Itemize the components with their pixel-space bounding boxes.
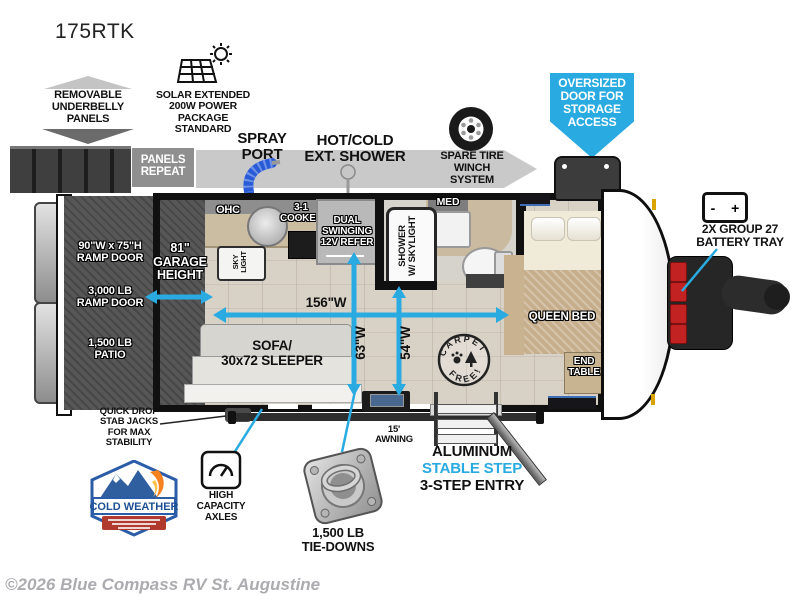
ramp-door-area [64,196,156,410]
panels-repeat-box: PANELS REPEAT [132,148,194,187]
shower-head-icon [340,164,356,194]
underbelly-up-arrow-icon [44,76,132,89]
end-table [564,352,606,394]
skylight [217,246,266,281]
spare-tire-label: SPARE TIRE WINCH SYSTEM [440,150,504,186]
solar-label: SOLAR EXTENDED 200W POWER PACKAGE STANDA… [155,89,251,135]
bathroom-wall-left [375,193,384,290]
solar-panel-icon [176,43,232,83]
underbelly-panels-graphic [10,146,131,193]
awning-label: 15' AWNING [375,424,413,446]
tie-downs-label: 1,500 LB TIE-DOWNS [301,525,375,555]
medicine-cabinet-label: MED [436,196,460,208]
bedroom-window-top [520,194,550,206]
battery-cell-3 [670,304,687,324]
ohc-label: OHC [216,204,240,216]
awning-rail-cap-left [228,411,236,424]
battery-cell-2 [670,282,687,302]
bottom-wall-trim-1 [268,404,298,409]
cold-weather-label: COLD WEATHER [89,501,178,513]
scale-icon [200,450,242,490]
clearance-light-top [652,199,656,210]
awning-rail [230,413,542,421]
battery-tray-label: 2X GROUP 27 BATTERY TRAY [696,222,784,249]
kitchen-sink [247,206,288,247]
awning-rail-cap-right [536,411,544,424]
width-63-label: 63"W [352,326,368,360]
battery-cell-4 [670,324,687,344]
bathroom-wall-right [516,193,526,255]
cooker-label: 3-1 COOKER [280,202,323,224]
garage-height-label: 81" GARAGE HEIGHT [153,241,207,282]
underbelly-down-arrow-icon [42,129,134,144]
sofa-label: SOFA/ 30x72 SLEEPER [221,338,323,368]
bed-blanket [524,270,602,354]
entry-door-window [370,394,404,407]
battery-icon: - + [702,192,748,223]
patio-capacity-label: 1,500 LB PATIO [88,337,132,361]
bathroom-wall-bottom [375,281,437,290]
sofa-base [184,384,362,403]
bed-rail [504,255,524,355]
spray-hose-icon [243,158,281,197]
width-54-label: 54"W [397,326,413,360]
cold-weather-badge: COLD WEATHER [89,460,179,537]
spare-tire-icon [449,107,493,151]
underbelly-label: REMOVABLE UNDERBELLY PANELS [51,89,125,125]
ext-shower-label: HOT/COLD EXT. SHOWER [304,132,406,166]
axles-label: HIGH CAPACITY AXLES [196,490,246,523]
medicine-cabinet [428,200,468,211]
pillow-left [531,217,565,241]
tie-down-icon [303,447,383,525]
copyright-watermark: ©2026 Blue Compass RV St. Augustine [5,575,321,594]
step-entry-label-line1: ALUMINUM [431,443,513,460]
quick-drop-label: QUICK DROP STAB JACKS FOR MAX STABILITY [99,406,159,448]
panels-repeat-label: PANELS REPEAT [140,154,186,179]
carpet-free-stamp: CARPET FREE! [437,334,491,387]
battery-cell-1 [670,262,687,282]
storage-box-screw-right [604,164,609,169]
length-dimension-label: 156"W [305,295,347,310]
refrigerator-underline [326,255,364,257]
skylight-label: SKY LIGHT [230,251,248,273]
step-entry-label-line2: STABLE STEP [421,460,523,477]
front-storage-box [554,156,621,201]
front-cap [601,189,675,420]
refrigerator-label: DUAL SWINGING 12V REFER [320,215,374,248]
shower-label: SHOWER W/ SKYLIGHT [396,215,418,277]
pillow-right [567,217,601,241]
bedroom-window-bottom [548,396,596,409]
oversized-door-label: OVERSIZED DOOR FOR STORAGE ACCESS [558,76,626,129]
ramp-door-size-label: 90"W x 75"H RAMP DOOR [76,240,144,264]
end-table-label: END TABLE [568,356,600,378]
ramp-door-capacity-label: 3,000 LB RAMP DOOR [76,285,144,309]
cooktop [288,231,321,259]
clearance-light-bottom [651,394,655,405]
storage-box-screw-left [562,164,567,169]
queen-bed-label: QUEEN BED [528,311,596,323]
step-entry-label-line3: 3-STEP ENTRY [419,477,525,494]
floorplan-model-title: 175RTK [55,20,135,43]
tongue-jack-knob [764,284,790,310]
